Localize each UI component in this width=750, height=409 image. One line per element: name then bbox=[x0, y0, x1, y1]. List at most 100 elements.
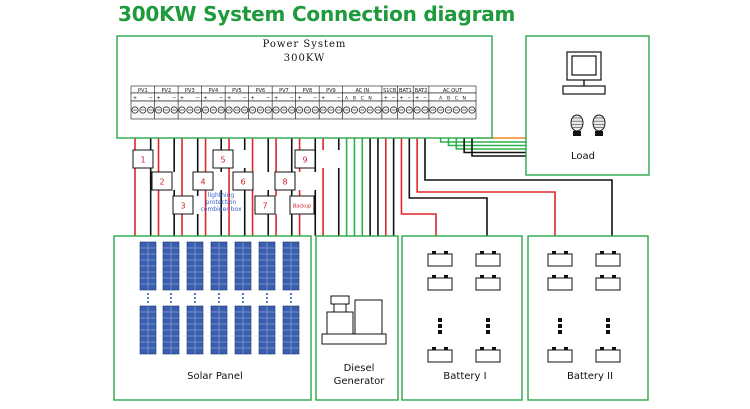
terminal-group-label-7: PV8 bbox=[303, 88, 313, 94]
terminal-negative: − bbox=[149, 96, 153, 102]
terminal-positive: + bbox=[297, 96, 301, 102]
terminal-positive: + bbox=[156, 96, 160, 102]
combiner-box-4 bbox=[192, 171, 214, 191]
combiner-box-number: 9 bbox=[302, 156, 307, 165]
terminal-negative: − bbox=[266, 96, 270, 102]
combiner-box-8 bbox=[274, 171, 296, 191]
battery-cell-icon bbox=[475, 347, 501, 363]
ac-out-terminal-2: C bbox=[455, 96, 458, 102]
battery-cell-icon bbox=[595, 347, 621, 363]
terminal-negative: − bbox=[196, 96, 200, 102]
battery-cell-icon bbox=[427, 347, 453, 363]
terminal-positive: + bbox=[415, 96, 419, 102]
continuation-dot bbox=[486, 318, 490, 322]
ac-out-terminal-0: A bbox=[439, 96, 443, 102]
solar-module-icon bbox=[162, 241, 180, 291]
terminal-negative: − bbox=[423, 96, 427, 102]
continuation-dot bbox=[558, 324, 562, 328]
terminal-group-label-10: S1CB bbox=[383, 88, 397, 94]
continuation-dot bbox=[486, 330, 490, 334]
terminal-group-label-0: PV1 bbox=[138, 88, 148, 94]
ac-in-terminal-1: B bbox=[353, 96, 356, 102]
terminal-positive: + bbox=[384, 96, 388, 102]
power-system-rating: 300KW bbox=[283, 53, 326, 64]
terminal-positive: + bbox=[399, 96, 403, 102]
terminal-negative: − bbox=[243, 96, 247, 102]
combiner-box-6 bbox=[232, 171, 254, 191]
battery-2-positive-wire bbox=[416, 119, 556, 252]
combiner-box-number: 5 bbox=[220, 156, 225, 165]
solar-module-icon bbox=[162, 305, 180, 355]
terminal-negative: − bbox=[337, 96, 341, 102]
terminal-negative: − bbox=[219, 96, 223, 102]
terminal-negative: − bbox=[392, 96, 396, 102]
combiner-box-number: 4 bbox=[200, 178, 205, 187]
ac-out-terminal-3: N bbox=[462, 96, 465, 102]
terminal-group-label-8: PV9 bbox=[326, 88, 336, 94]
terminal-group-label-5: PV6 bbox=[256, 88, 266, 94]
combiner-box-7 bbox=[254, 195, 276, 215]
terminal-negative: − bbox=[313, 96, 317, 102]
battery-cell-icon bbox=[547, 275, 573, 291]
battery-1-label: Battery I bbox=[443, 371, 487, 382]
continuation-dot bbox=[606, 324, 610, 328]
solar-module-icon bbox=[234, 241, 252, 291]
continuation-dot bbox=[438, 318, 442, 322]
ac-out-terminal-1: B bbox=[447, 96, 450, 102]
terminal-negative: − bbox=[290, 96, 294, 102]
combiner-box-number: 8 bbox=[282, 178, 287, 187]
solar-module-icon bbox=[210, 305, 228, 355]
diagram-title: 300KW System Connection diagram bbox=[118, 2, 516, 26]
solar-module-icon bbox=[258, 241, 276, 291]
terminal-group-label-12: BAT2 bbox=[415, 88, 428, 94]
continuation-dot bbox=[438, 330, 442, 334]
terminal-group-label-1: PV2 bbox=[162, 88, 172, 94]
ac-in-terminal-3: N bbox=[368, 96, 371, 102]
backup-box bbox=[289, 195, 315, 215]
terminal-group-label-11: BAT1 bbox=[399, 88, 412, 94]
combiner-box-9 bbox=[294, 149, 316, 169]
combiner-box-number: 1 bbox=[140, 156, 145, 165]
terminal-group-label-6: PV7 bbox=[279, 88, 289, 94]
combiner-box-number: 3 bbox=[180, 202, 185, 211]
continuation-dot bbox=[438, 324, 442, 328]
solar-module-icon bbox=[282, 305, 300, 355]
terminal-positive: + bbox=[321, 96, 325, 102]
solar-panel-label: Solar Panel bbox=[187, 371, 243, 382]
backup-box-label: Backup bbox=[293, 204, 311, 210]
combiner-box-2 bbox=[151, 171, 173, 191]
terminal-positive: + bbox=[133, 96, 137, 102]
battery-1-frame bbox=[401, 235, 523, 401]
continuation-dot bbox=[486, 324, 490, 328]
diesel-generator-icon bbox=[321, 295, 387, 345]
continuation-dot bbox=[606, 330, 610, 334]
terminal-group-label-4: PV5 bbox=[232, 88, 242, 94]
combiner-note: lightning protection combiner box bbox=[200, 192, 242, 213]
terminal-positive: + bbox=[274, 96, 278, 102]
terminal-positive: + bbox=[227, 96, 231, 102]
battery-cell-icon bbox=[595, 251, 621, 267]
continuation-dot bbox=[606, 318, 610, 322]
combiner-box-number: 7 bbox=[262, 202, 267, 211]
terminal-negative: − bbox=[172, 96, 176, 102]
combiner-box-number: 6 bbox=[240, 178, 245, 187]
terminal-group-label-9: AC IN bbox=[355, 88, 369, 94]
computer-monitor-icon bbox=[562, 51, 606, 95]
battery-cell-icon bbox=[427, 251, 453, 267]
battery-1-positive-wire bbox=[400, 119, 437, 252]
battery-cell-icon bbox=[427, 275, 453, 291]
terminal-screw-row bbox=[130, 100, 477, 120]
ac-in-terminal-0: A bbox=[345, 96, 349, 102]
battery-2-negative-wire bbox=[424, 119, 613, 252]
terminal-negative: − bbox=[407, 96, 411, 102]
terminal-positive: + bbox=[203, 96, 207, 102]
light-bulb-icon bbox=[592, 114, 606, 136]
continuation-dot bbox=[558, 318, 562, 322]
terminal-group-label-3: PV4 bbox=[209, 88, 219, 94]
solar-module-icon bbox=[282, 241, 300, 291]
solar-module-icon bbox=[210, 241, 228, 291]
ac-in-terminal-2: C bbox=[361, 96, 364, 102]
battery-2-label: Battery II bbox=[566, 371, 614, 382]
